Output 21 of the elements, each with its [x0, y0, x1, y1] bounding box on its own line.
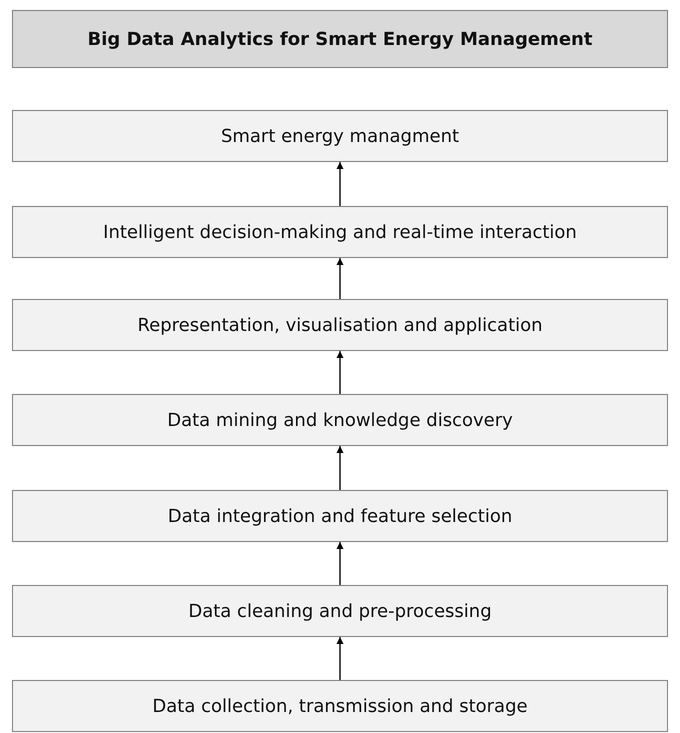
layer-box: [12, 394, 668, 446]
arrow: [336, 351, 344, 394]
layer-label: Data cleaning and pre-processing: [188, 600, 492, 622]
layer-label: Data mining and knowledge discovery: [167, 410, 513, 430]
arrow: [336, 446, 344, 490]
layer-label: Data integration and feature selection: [168, 506, 512, 526]
arrow: [336, 258, 344, 299]
layer-label: Smart energy managment: [220, 126, 460, 146]
layer-box: [12, 585, 668, 637]
arrow: [336, 542, 344, 585]
layer-box: [12, 299, 668, 351]
layer-box: [12, 680, 668, 732]
layer-box: [12, 110, 668, 162]
layer-label: Intelligent decision-making and real-time interaction: [103, 222, 577, 242]
layer-label: Data collection, transmission and storage: [152, 696, 528, 716]
diagram-title: Big Data Analytics for Smart Energy Management: [88, 28, 592, 50]
layer-box: [12, 206, 668, 258]
arrow: [336, 637, 344, 680]
layer-label: Representation, visualisation and application: [137, 314, 543, 336]
arrow: [336, 162, 344, 206]
layer-box: [12, 490, 668, 542]
